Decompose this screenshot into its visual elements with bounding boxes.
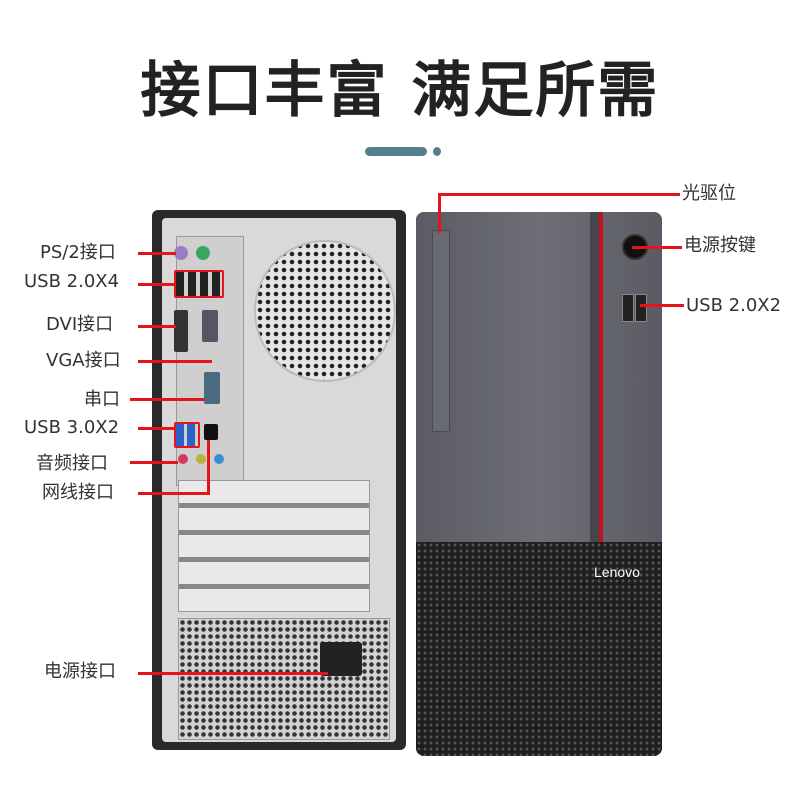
callout-line-optical-drive: [438, 193, 680, 196]
ps2-port-keyboard: [196, 246, 210, 260]
label-power-button: 电源按键: [684, 235, 756, 256]
audio-port-pink: [178, 454, 188, 464]
audio-port-green: [196, 454, 206, 464]
callout-line-ethernet: [138, 492, 210, 495]
label-front-usb: USB 2.0X2: [686, 295, 782, 316]
decorative-bar: [365, 147, 427, 156]
callout-line-dvi: [138, 325, 176, 328]
vga-port: [202, 310, 218, 342]
pc-front-image: Lenovo: [416, 212, 662, 756]
label-power-socket: 电源接口: [44, 661, 116, 682]
psu-grille: [178, 618, 390, 740]
usb3-ports: [174, 422, 200, 448]
fan-grille: [254, 240, 396, 382]
label-ethernet: 网线接口: [42, 482, 114, 503]
ethernet-port: [204, 424, 218, 440]
label-audio: 音频接口: [36, 453, 108, 474]
power-socket: [320, 642, 362, 676]
front-mesh-grille: [416, 542, 662, 756]
label-serial: 串口: [84, 389, 120, 410]
callout-line-front-usb: [640, 304, 684, 307]
front-usb-port-2: [635, 294, 647, 322]
serial-port: [204, 372, 220, 404]
label-ps2: PS/2接口: [40, 242, 116, 263]
audio-port-blue: [214, 454, 224, 464]
front-upper-panel: [416, 212, 662, 542]
optical-drive-bay: [432, 230, 450, 432]
page-title: 接口丰富 满足所需: [140, 56, 660, 126]
callout-line-ps2: [138, 252, 176, 255]
pc-rear-image: [152, 210, 406, 750]
callout-line-optical-drive-vertical: [438, 193, 441, 233]
expansion-slots: [178, 480, 370, 612]
callout-line-ethernet-vertical: [207, 440, 210, 495]
dvi-port: [174, 310, 188, 352]
ps2-port-mouse: [174, 246, 188, 260]
label-usb20x4: USB 2.0X4: [24, 271, 120, 292]
red-accent-stripe: [599, 212, 603, 542]
front-usb-port-1: [622, 294, 634, 322]
callout-line-serial: [130, 398, 204, 401]
front-dark-band: [590, 212, 600, 542]
callout-line-usb30x2: [138, 427, 174, 430]
callout-line-usb20x4: [138, 283, 174, 286]
callout-line-audio: [130, 461, 178, 464]
callout-line-vga: [138, 360, 212, 363]
label-dvi: DVI接口: [46, 314, 114, 335]
brand-logo: Lenovo: [594, 564, 640, 580]
usb2-ports: [174, 270, 224, 298]
decorative-dot: [433, 147, 441, 156]
label-vga: VGA接口: [46, 350, 121, 371]
label-optical-drive: 光驱位: [682, 183, 736, 204]
rear-panel: [162, 218, 396, 742]
label-usb30x2: USB 3.0X2: [24, 417, 120, 438]
callout-line-power-button: [632, 246, 682, 249]
callout-line-power-socket: [138, 672, 328, 675]
